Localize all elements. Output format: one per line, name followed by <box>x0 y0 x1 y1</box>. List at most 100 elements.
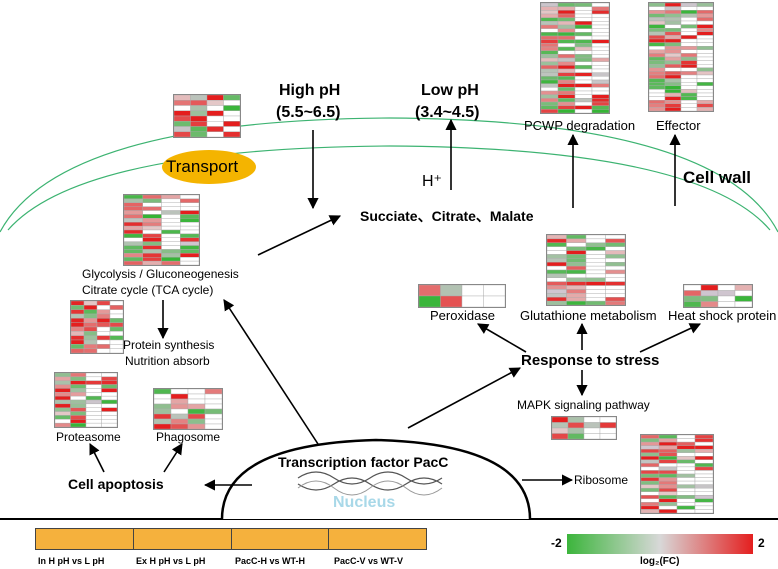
heatmap-cell <box>557 6 576 11</box>
heatmap-cell <box>154 423 172 429</box>
heatmap-cell <box>566 262 587 267</box>
heatmap-cell <box>696 64 713 69</box>
heatmap-cell <box>680 42 698 47</box>
heatmap-cell <box>70 403 87 408</box>
heatmap-cell <box>547 262 567 267</box>
heatmap-cell <box>96 339 111 345</box>
heatmap-cell <box>734 290 752 297</box>
heatmap-cell <box>680 85 698 90</box>
heatmap-cell <box>541 28 559 33</box>
heatmap-cell <box>142 218 162 223</box>
heatmap-cell <box>180 260 199 265</box>
heatmap-cell <box>541 79 559 84</box>
heatmap-cell <box>700 290 719 297</box>
heatmap-cell <box>694 470 713 475</box>
heatmap-cell <box>585 235 606 240</box>
heatmap-cell <box>142 253 162 258</box>
heatmap-cell <box>557 90 576 95</box>
heatmap-cell <box>696 96 713 101</box>
heatmap-cell <box>658 435 678 439</box>
heatmap-cell <box>109 339 123 345</box>
transport-label: Transport <box>166 157 239 176</box>
heatmap-cell <box>142 210 162 215</box>
heatmap-cell <box>101 376 117 381</box>
heatmap-cell <box>206 100 224 106</box>
heatmap-cell <box>142 206 162 211</box>
heatmap-cell <box>664 35 682 40</box>
heatmap-cell <box>190 105 208 111</box>
heatmap-cell <box>55 380 71 385</box>
heatmap-cell <box>70 388 87 393</box>
heatmap-cell <box>124 222 143 227</box>
heatmap-cell <box>206 131 224 137</box>
heatmap-cell <box>204 423 222 429</box>
heatmap-cell <box>664 24 682 29</box>
heatmap-cell <box>680 35 698 40</box>
heatmap-cell <box>541 50 559 55</box>
heatmap-cell <box>180 241 199 246</box>
heatmap-cell <box>109 348 123 353</box>
heatmap-cell <box>71 339 85 345</box>
heatmap-cell <box>96 305 111 310</box>
heatmap-cell <box>696 20 713 25</box>
heatmap-cell <box>641 470 660 475</box>
heatmap-cell <box>591 24 609 29</box>
heatmap-cell <box>658 463 678 468</box>
heatmap-cell <box>591 50 609 55</box>
heatmap-cell <box>591 87 609 92</box>
heatmap-cell <box>70 411 87 416</box>
heatmap-cell <box>142 225 162 231</box>
heatmap-cell <box>717 285 736 291</box>
heatmap-cell <box>605 273 625 278</box>
nutrition-label: Nutrition absorb <box>125 354 210 368</box>
heatmap-cell <box>170 418 189 425</box>
transport-ellipse <box>162 150 256 184</box>
heatmap-cell <box>161 214 181 219</box>
heatmap-cell <box>696 78 713 83</box>
scale-unit-label: log₂(FC) <box>640 556 680 567</box>
heatmap-cell <box>142 198 162 203</box>
heatmap-cell <box>574 50 593 55</box>
heatmap-cell <box>694 473 713 478</box>
heatmap-cell <box>605 250 625 255</box>
heatmap-cell <box>55 407 71 412</box>
heatmap-cell <box>649 107 666 111</box>
heatmap-cell <box>96 348 111 353</box>
heatmap-cell <box>101 422 117 427</box>
heatmap-cell <box>70 380 87 385</box>
heatmap-cell <box>676 491 696 496</box>
heatmap-cell <box>109 326 123 332</box>
peroxidase-label: Peroxidase <box>430 308 496 323</box>
heatmap-cell <box>734 301 752 307</box>
heatmap-cell <box>85 388 102 393</box>
heatmap-cell <box>696 92 713 97</box>
heatmap-cell <box>83 335 98 341</box>
heatmap-cell <box>658 441 678 446</box>
heatmap-cell <box>680 60 698 65</box>
heatmap-cell <box>180 237 199 242</box>
heatmap-cell <box>109 313 123 319</box>
stress-label: Response to stress <box>521 352 660 369</box>
heatmap-cell <box>566 235 587 240</box>
heatmap-pcwp <box>540 2 610 114</box>
heatmap-cell <box>557 61 576 66</box>
heatmap-cell <box>547 277 567 282</box>
heatmap-cell <box>585 265 606 271</box>
high-ph-label: High pH <box>279 82 341 99</box>
heatmap-cell <box>557 35 576 40</box>
heatmap-cell <box>641 438 660 443</box>
heatmap-cell <box>591 54 609 59</box>
heatmap-cell <box>664 92 682 97</box>
heatmap-cell <box>649 92 666 97</box>
low-ph-label: Low pH <box>421 82 479 99</box>
heatmap-cell <box>541 54 559 59</box>
arrow-pacc-to-glyco <box>223 299 319 445</box>
heatmap-cell <box>124 195 143 200</box>
heatmap-cell <box>223 105 240 111</box>
arrow-apoptosis-to-proteasome <box>89 442 105 473</box>
heatmap-cell <box>71 313 85 319</box>
heatmap-cell <box>696 24 713 29</box>
heatmap-cell <box>567 417 585 423</box>
heatmap-cell <box>694 495 713 500</box>
heatmap-cell <box>557 87 576 92</box>
